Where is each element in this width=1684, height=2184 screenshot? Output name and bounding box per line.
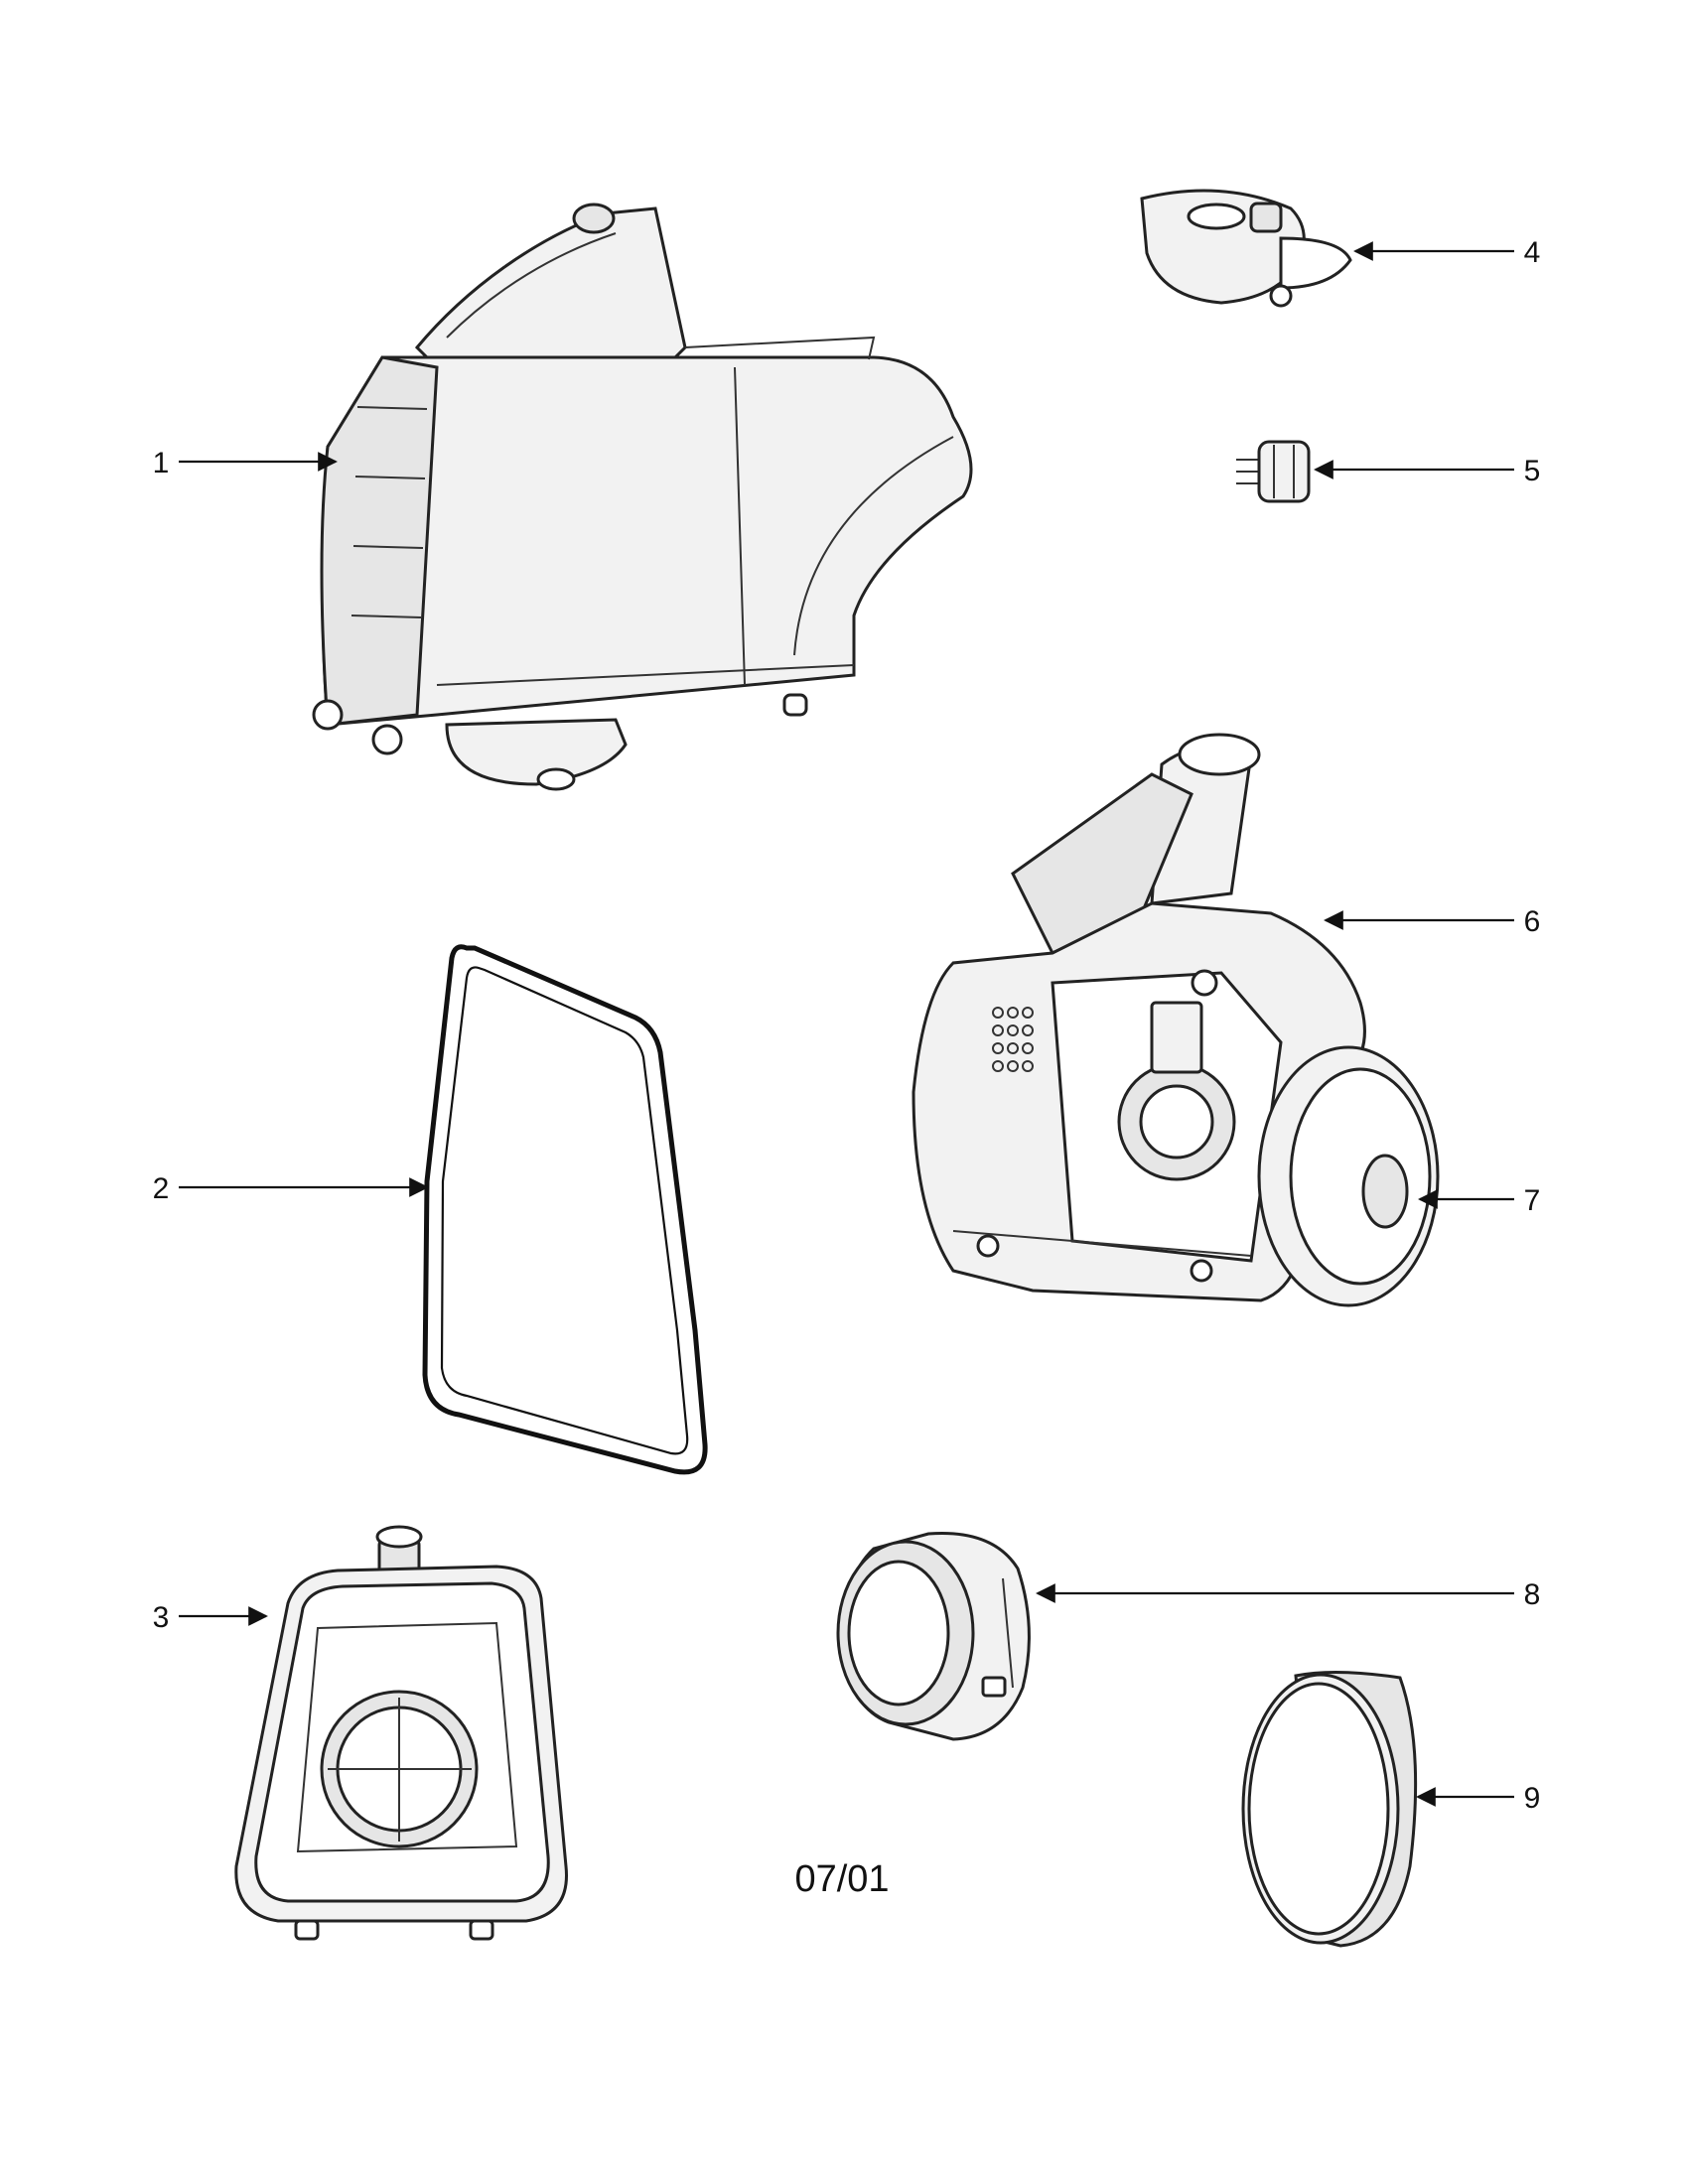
date-code: 07/01	[794, 1858, 889, 1900]
part-5-caster	[1236, 440, 1311, 503]
part-label-4: 4	[1524, 236, 1541, 269]
part-1-body-housing	[312, 203, 973, 791]
part-label-9: 9	[1524, 1782, 1541, 1815]
part-6-motor-chassis	[912, 733, 1366, 1302]
part-label-3: 3	[153, 1601, 170, 1634]
part-label-7: 7	[1524, 1184, 1541, 1217]
part-label-5: 5	[1524, 455, 1541, 487]
part-label-1: 1	[153, 447, 170, 479]
part-label-2: 2	[153, 1172, 170, 1205]
part-8-filter-housing	[836, 1531, 1031, 1741]
part-9-filter-disc	[1241, 1670, 1418, 1948]
part-3-dust-container	[234, 1525, 568, 1941]
part-4-cyclone-cap	[1140, 189, 1352, 308]
vent-holes	[992, 1007, 1034, 1072]
part-label-6: 6	[1524, 905, 1541, 938]
part-2-gasket	[422, 944, 708, 1475]
part-7-wheel	[1257, 1045, 1440, 1307]
part-label-8: 8	[1524, 1578, 1541, 1611]
